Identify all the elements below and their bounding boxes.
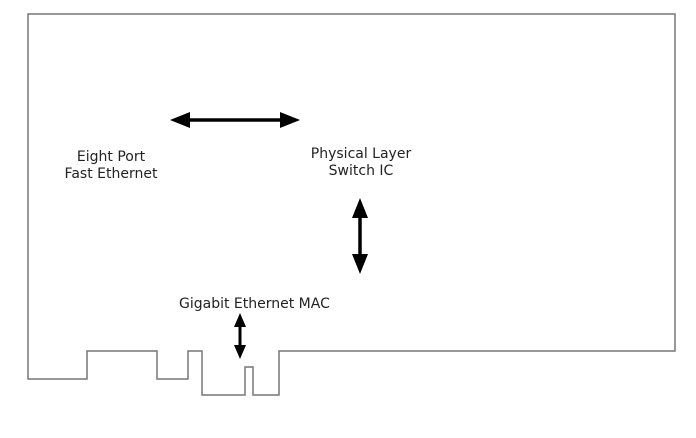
fast-ethernet-label-line1: Eight Port (76, 149, 146, 165)
double-arrow-horizontal-icon (170, 112, 300, 128)
fast-ethernet-label: Eight Port Fast Ethernet (46, 149, 176, 183)
gigabit-mac-label: Gigabit Ethernet MAC (179, 296, 330, 312)
double-arrow-vertical-small-icon (234, 313, 246, 359)
phy-switch-label-line2: Switch IC (328, 163, 394, 179)
double-arrow-vertical-icon (352, 198, 368, 274)
fast-ethernet-label-line2: Fast Ethernet (64, 166, 158, 182)
phy-switch-label-line1: Physical Layer (310, 146, 412, 162)
card-outline (27, 13, 676, 396)
phy-switch-label: Physical Layer Switch IC (296, 146, 426, 180)
